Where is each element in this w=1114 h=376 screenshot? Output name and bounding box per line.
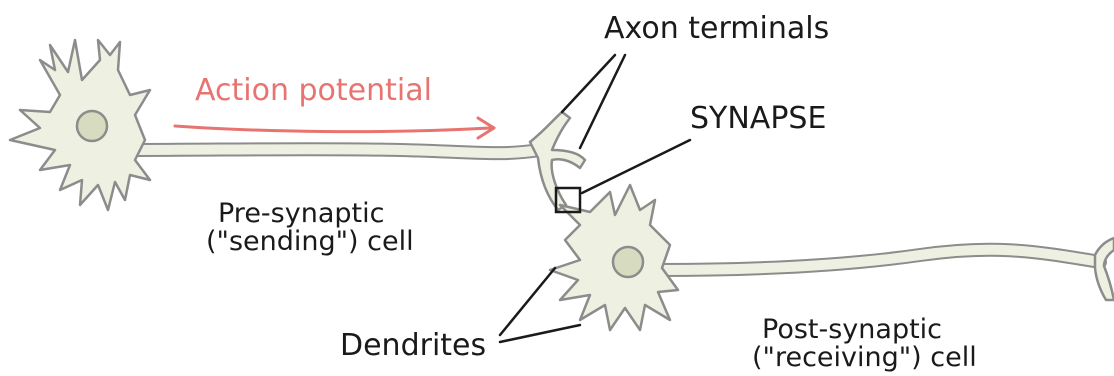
axon-terminals-label: Axon terminals <box>604 11 829 46</box>
post-synaptic-label-line2: ("receiving") cell <box>752 342 977 373</box>
dendrite-pointer-2 <box>500 325 580 342</box>
synapse-label: SYNAPSE <box>690 101 826 136</box>
pre-synaptic-nucleus <box>77 111 107 141</box>
post-synaptic-label-line1: Post-synaptic <box>762 314 942 345</box>
pre-synaptic-label-line1: Pre-synaptic <box>218 198 384 229</box>
pre-synaptic-terminal <box>530 112 585 210</box>
action-potential-label: Action potential <box>195 73 432 108</box>
post-synaptic-terminal <box>1095 238 1114 300</box>
dendrites-label: Dendrites <box>340 328 486 363</box>
pre-synaptic-label-line2: ("sending") cell <box>206 226 414 257</box>
post-synaptic-neuron <box>550 185 1114 330</box>
pre-synaptic-neuron <box>10 40 585 210</box>
dendrite-pointer-1 <box>500 268 555 335</box>
axon-terminal-pointer-1 <box>562 55 615 112</box>
post-synaptic-nucleus <box>613 247 643 277</box>
action-potential-arrow <box>175 118 494 138</box>
pre-synaptic-axon-core <box>120 149 540 153</box>
synapse-pointer <box>582 140 690 193</box>
